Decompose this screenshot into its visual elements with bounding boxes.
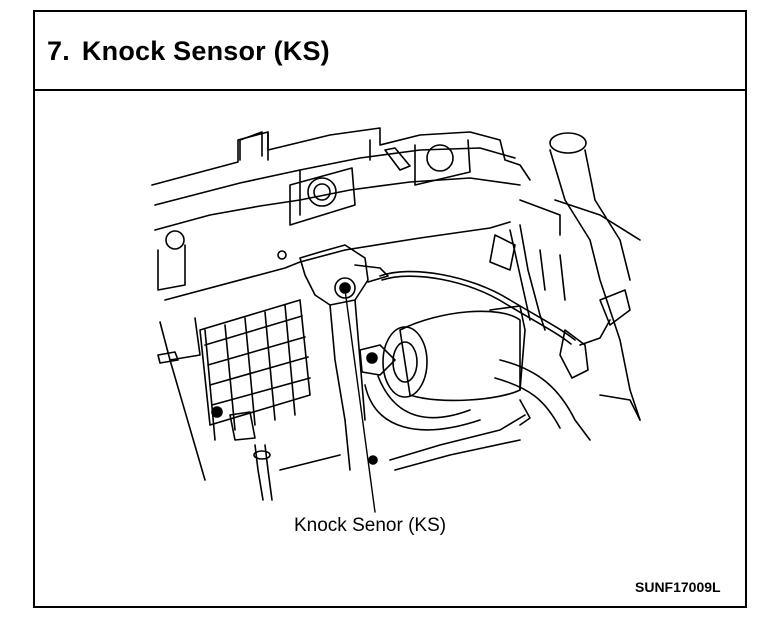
knock-sensor-callout-label: Knock Senor (KS) — [294, 515, 447, 536]
wiring-harness — [379, 224, 611, 379]
figure-frame — [33, 10, 747, 608]
section-title: 7. Knock Sensor (KS) — [47, 36, 330, 67]
knock-sensor-mount — [299, 244, 389, 471]
lower-hoses — [211, 359, 591, 501]
callout-leader-line — [344, 289, 376, 513]
right-side-components — [519, 132, 641, 421]
cylinder-head — [154, 177, 521, 481]
figure-code: SUNF17009L — [635, 579, 721, 595]
section-title-text: Knock Sensor (KS) — [81, 36, 330, 66]
section-header: 7. Knock Sensor (KS) — [33, 10, 747, 91]
figure-header-area: 7. Knock Sensor (KS) — [33, 10, 747, 608]
intake-manifold — [151, 127, 531, 226]
section-number: 7. — [47, 36, 70, 66]
starter-body — [359, 305, 526, 431]
